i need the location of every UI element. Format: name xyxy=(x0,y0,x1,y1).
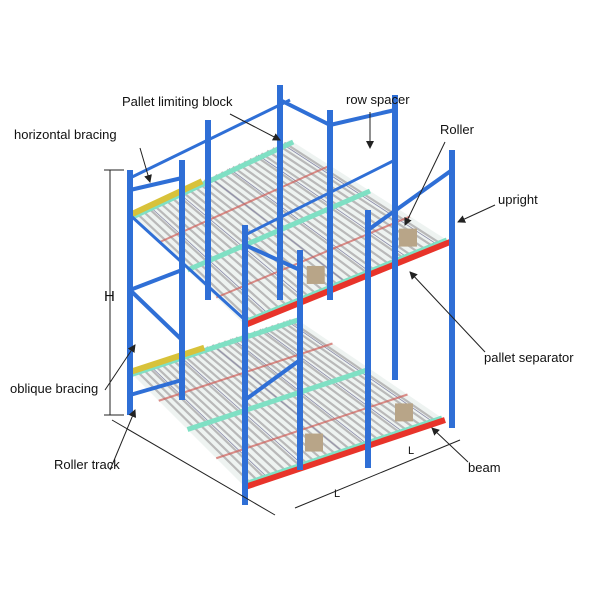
leader-lines xyxy=(104,112,496,516)
label-length-right: L xyxy=(408,445,415,457)
rack-frame xyxy=(127,85,455,505)
bracing xyxy=(129,176,183,192)
bracing xyxy=(244,243,301,272)
leader-line xyxy=(229,113,281,141)
length-dimension-line xyxy=(294,439,461,509)
bracing xyxy=(128,288,184,342)
pallet-limiting-block xyxy=(129,344,206,375)
label-row-spacer: row spacer xyxy=(346,92,410,107)
label-pallet-separator: pallet separator xyxy=(484,350,574,365)
leader-line xyxy=(109,409,136,471)
leader-line xyxy=(457,204,496,223)
leader-line xyxy=(431,427,469,463)
pallet-limiting-block xyxy=(128,178,204,218)
bracing xyxy=(366,168,454,232)
horizontal-bracing xyxy=(129,98,291,180)
bracing xyxy=(279,98,331,127)
bracing xyxy=(129,378,183,397)
pallet-separator xyxy=(395,403,413,422)
roller-track-red xyxy=(215,215,411,299)
depth-dimension-line xyxy=(111,419,276,516)
bracing xyxy=(129,268,183,292)
roller-decks xyxy=(128,139,452,490)
label-height: H xyxy=(104,288,115,305)
label-pallet-limiting-block: Pallet limiting block xyxy=(122,94,233,109)
leader-line xyxy=(139,147,152,183)
roller-track xyxy=(131,139,295,220)
label-beam: beam xyxy=(468,460,501,475)
roller-track xyxy=(186,366,371,432)
leader-line xyxy=(404,141,446,226)
label-length-front: L xyxy=(334,488,341,500)
beam xyxy=(244,417,446,490)
label-roller-track: Roller track xyxy=(54,457,120,472)
horizontal-bracing xyxy=(244,158,396,237)
pallet-separator xyxy=(306,265,325,284)
leader-line xyxy=(409,271,486,353)
label-horizontal-bracing: horizontal bracing xyxy=(14,127,117,142)
label-upright: upright xyxy=(498,192,538,207)
label-roller: Roller xyxy=(440,122,474,137)
bracing xyxy=(329,108,396,127)
bracing xyxy=(243,358,302,402)
pallet-separator xyxy=(399,228,417,247)
roller-track-red xyxy=(158,164,331,244)
pallet-separator xyxy=(305,433,323,452)
horizontal-bracing xyxy=(128,213,247,322)
label-oblique-bracing: oblique bracing xyxy=(10,381,99,396)
roller-track-red xyxy=(215,393,408,460)
beam xyxy=(243,239,452,328)
